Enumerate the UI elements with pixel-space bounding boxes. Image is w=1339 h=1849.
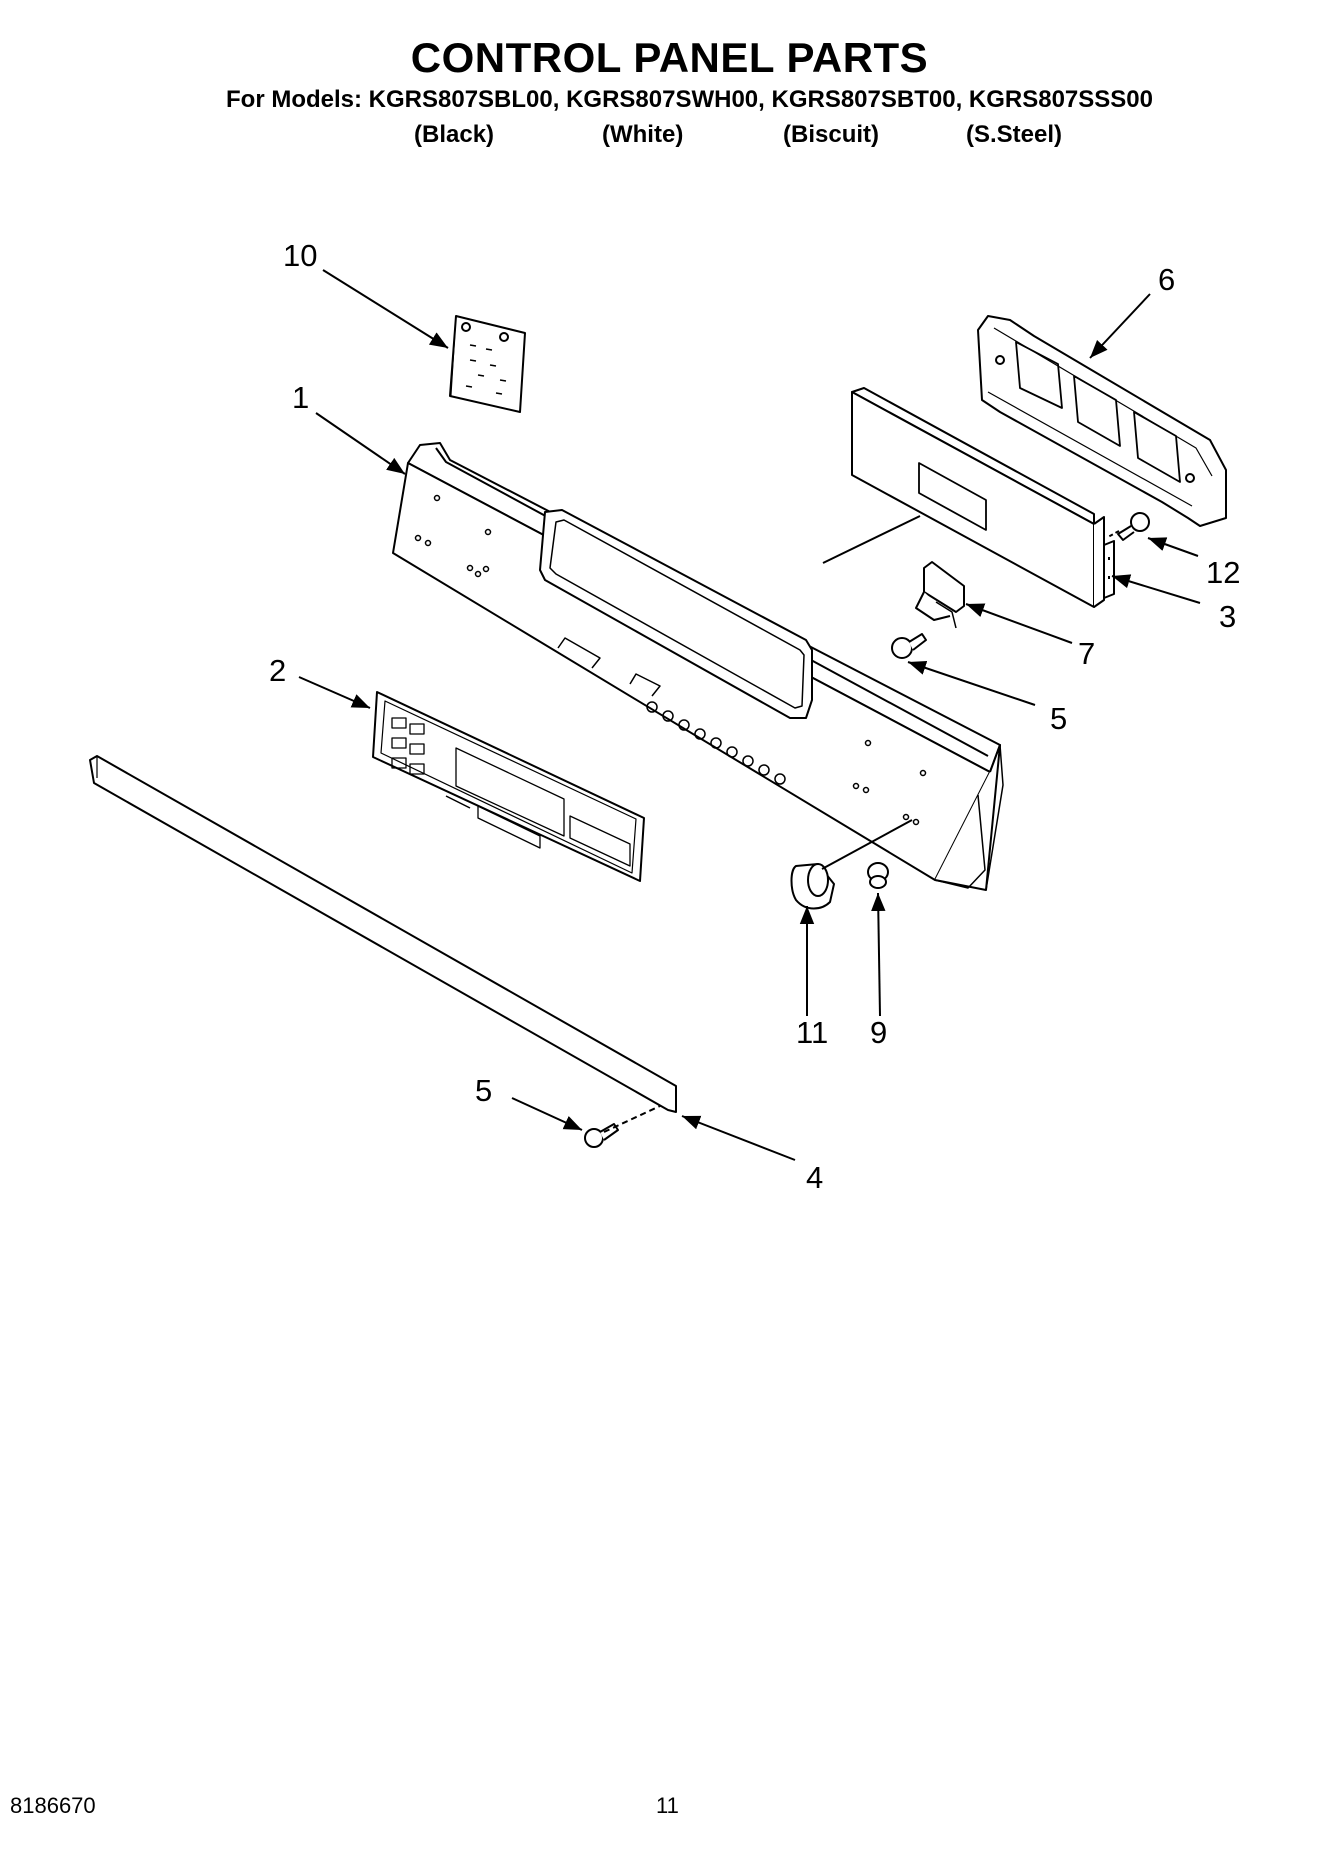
callout-9: 9	[870, 1015, 887, 1050]
part-control-panel	[392, 442, 1004, 891]
callout-6: 6	[1158, 262, 1175, 297]
callout-4: 4	[806, 1160, 823, 1195]
part-mounting-clip	[915, 561, 965, 629]
page-number: 11	[656, 1793, 679, 1818]
callout-10: 10	[283, 238, 317, 273]
part-screw-5-upper	[891, 633, 927, 659]
part-touch-pad	[372, 691, 645, 882]
callout-5-lower: 5	[475, 1073, 492, 1108]
finish-black: (Black)	[414, 121, 495, 148]
part-trim-strip	[89, 755, 677, 1113]
callout-3: 3	[1219, 599, 1236, 634]
part-screw-12	[1117, 512, 1150, 541]
finish-biscuit: (Biscuit)	[783, 121, 879, 148]
callout-labels: 10 6 1 12 3 7 2 5 11 9 5 4	[269, 238, 1240, 1195]
part-back-bracket	[977, 315, 1227, 527]
finish-steel: (S.Steel)	[966, 121, 1063, 148]
part-knob-cap	[867, 862, 889, 889]
leader-lines	[298, 269, 1201, 1161]
finish-white: (White)	[602, 121, 684, 148]
page-title: CONTROL PANEL PARTS	[410, 34, 929, 81]
callout-2: 2	[269, 653, 286, 688]
part-control-housing	[851, 387, 1115, 608]
part-control-board	[449, 315, 526, 413]
document-number: 8186670	[10, 1793, 96, 1818]
callout-1: 1	[292, 380, 309, 415]
callout-11: 11	[796, 1015, 828, 1050]
callout-7: 7	[1078, 636, 1095, 671]
callout-12: 12	[1206, 555, 1240, 590]
callout-5-upper: 5	[1050, 701, 1067, 736]
part-knob	[790, 863, 835, 910]
model-list: For Models: KGRS807SBL00, KGRS807SWH00, …	[226, 86, 1153, 113]
